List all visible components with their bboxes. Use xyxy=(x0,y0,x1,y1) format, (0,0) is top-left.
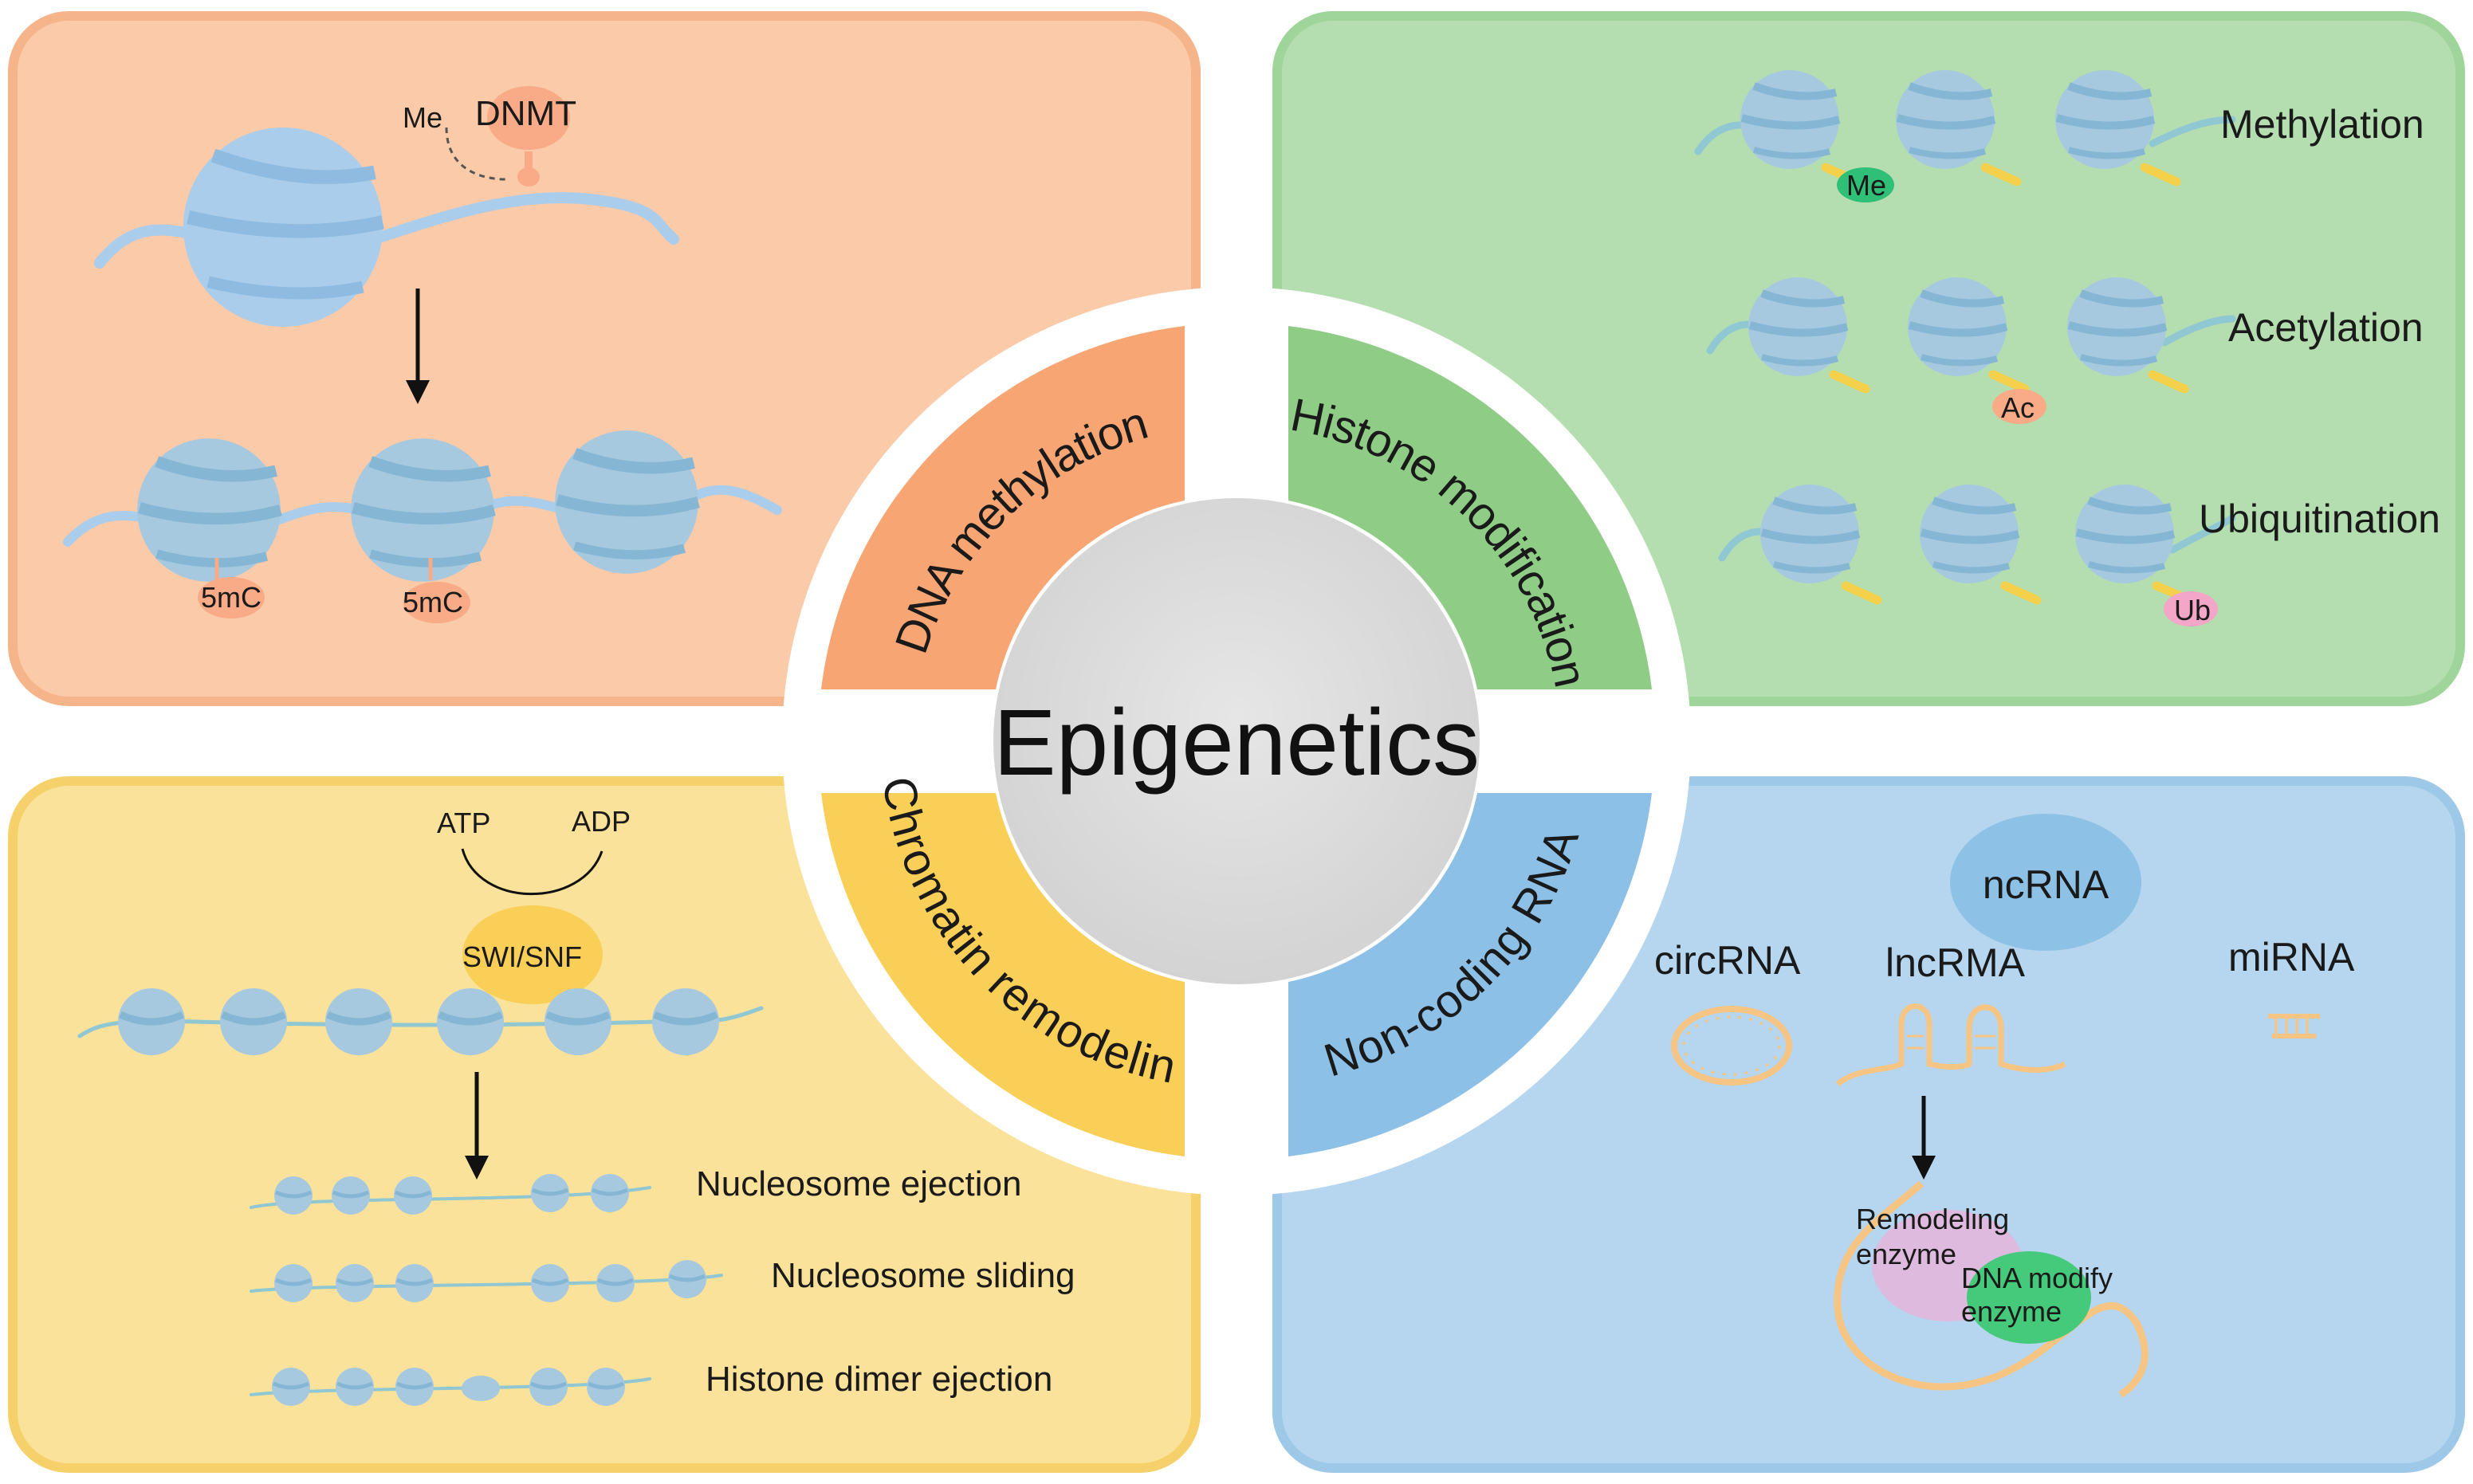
chromatin-remodeling-content: ATP ADP SWI/SNF Nucleosome ejection Nucl… xyxy=(77,805,1075,1406)
dna-methylation-content: Me DNMT 5mC 5mC xyxy=(63,86,782,623)
histone-me-tag: Me xyxy=(1846,169,1886,202)
lncrna-label: lncRMA xyxy=(1885,940,2026,985)
histone-ub-tag: Ub xyxy=(2174,594,2211,626)
wedge-non-coding-rna xyxy=(1288,793,1652,1156)
label-methylation: Methylation xyxy=(2220,102,2424,147)
dnmt-label: DNMT xyxy=(475,94,576,133)
remodeling-enzyme-line2: enzyme xyxy=(1856,1238,1956,1270)
mirna-label: miRNA xyxy=(2228,935,2355,980)
center-circle xyxy=(993,498,1480,984)
remodeling-enzyme-line1: Remodeling xyxy=(1856,1203,2009,1235)
atp-label: ATP xyxy=(437,807,490,839)
dna-modify-enzyme-line2: enzyme xyxy=(1961,1295,2062,1328)
label-acetylation: Acetylation xyxy=(2228,305,2424,350)
label-histone-dimer-ejection: Histone dimer ejection xyxy=(706,1360,1052,1399)
center-title: Epigenetics xyxy=(993,690,1480,795)
swi-snf-label: SWI/SNF xyxy=(462,940,582,973)
histone-modification-content: Me Methylation Ac Acetylation Ub Ubiquit… xyxy=(1694,70,2440,626)
wedge-dna-methylation xyxy=(821,326,1185,689)
label-nucleosome-sliding: Nucleosome sliding xyxy=(771,1256,1075,1295)
histone-ac-tag: Ac xyxy=(2001,391,2035,424)
wedge-chromatin-remodeling xyxy=(821,793,1185,1156)
adp-label: ADP xyxy=(572,805,631,838)
ncrna-label: ncRNA xyxy=(1983,862,2109,907)
wedge-histone-modification xyxy=(1288,326,1652,689)
circrna-label: circRNA xyxy=(1654,938,1801,983)
label-ubiquitination: Ubiquitination xyxy=(2199,497,2440,541)
dna-modify-enzyme-line1: DNA modify xyxy=(1961,1262,2113,1294)
me-label: Me xyxy=(403,101,442,134)
5mc-mark-1: 5mC xyxy=(201,581,261,614)
5mc-mark-2: 5mC xyxy=(403,586,463,618)
non-coding-rna-content: ncRNA circRNA lncRMA miRNA Remodeling en… xyxy=(1654,814,2355,1398)
label-nucleosome-ejection: Nucleosome ejection xyxy=(696,1164,1021,1203)
